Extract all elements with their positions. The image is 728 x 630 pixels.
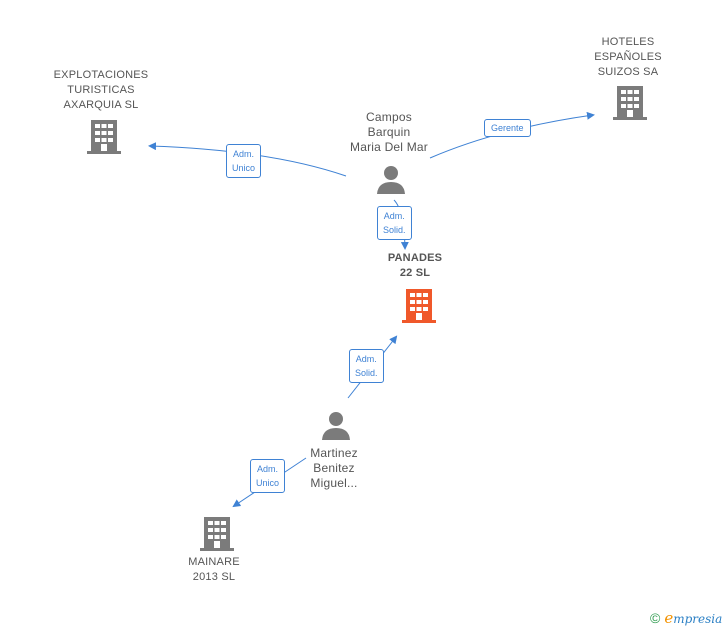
node-label-campos[interactable]: Campos Barquin Maria Del Mar: [350, 110, 428, 154]
edge-label-adm-unico[interactable]: Adm. Unico: [226, 144, 262, 178]
node-label-panades[interactable]: PANADES 22 SL: [387, 252, 443, 279]
empresia-logo[interactable]: ©empresia: [650, 609, 723, 627]
node-label-mainare[interactable]: MAINARE 2013 SL: [188, 556, 240, 583]
node-label-hoteles[interactable]: HOTELES ESPAÑOLES SUIZOS SA: [594, 36, 662, 78]
person-icon[interactable]: [376, 164, 406, 194]
node-label-martinez[interactable]: Martinez Benitez Miguel...: [310, 446, 358, 490]
building-icon-main[interactable]: [402, 287, 436, 323]
edge-label-gerente[interactable]: Gerente: [484, 119, 531, 137]
person-icon[interactable]: [321, 410, 351, 440]
edge-label-adm-solid[interactable]: Adm. Solid.: [349, 349, 384, 383]
node-label-explotaciones[interactable]: EXPLOTACIONES TURISTICAS AXARQUIA SL: [53, 69, 149, 111]
edge-label-adm-unico[interactable]: Adm. Unico: [250, 459, 286, 493]
building-icon[interactable]: [87, 118, 121, 154]
edge-label-adm-solid[interactable]: Adm. Solid.: [377, 206, 412, 240]
building-icon[interactable]: [613, 84, 647, 120]
building-icon[interactable]: [200, 515, 234, 551]
